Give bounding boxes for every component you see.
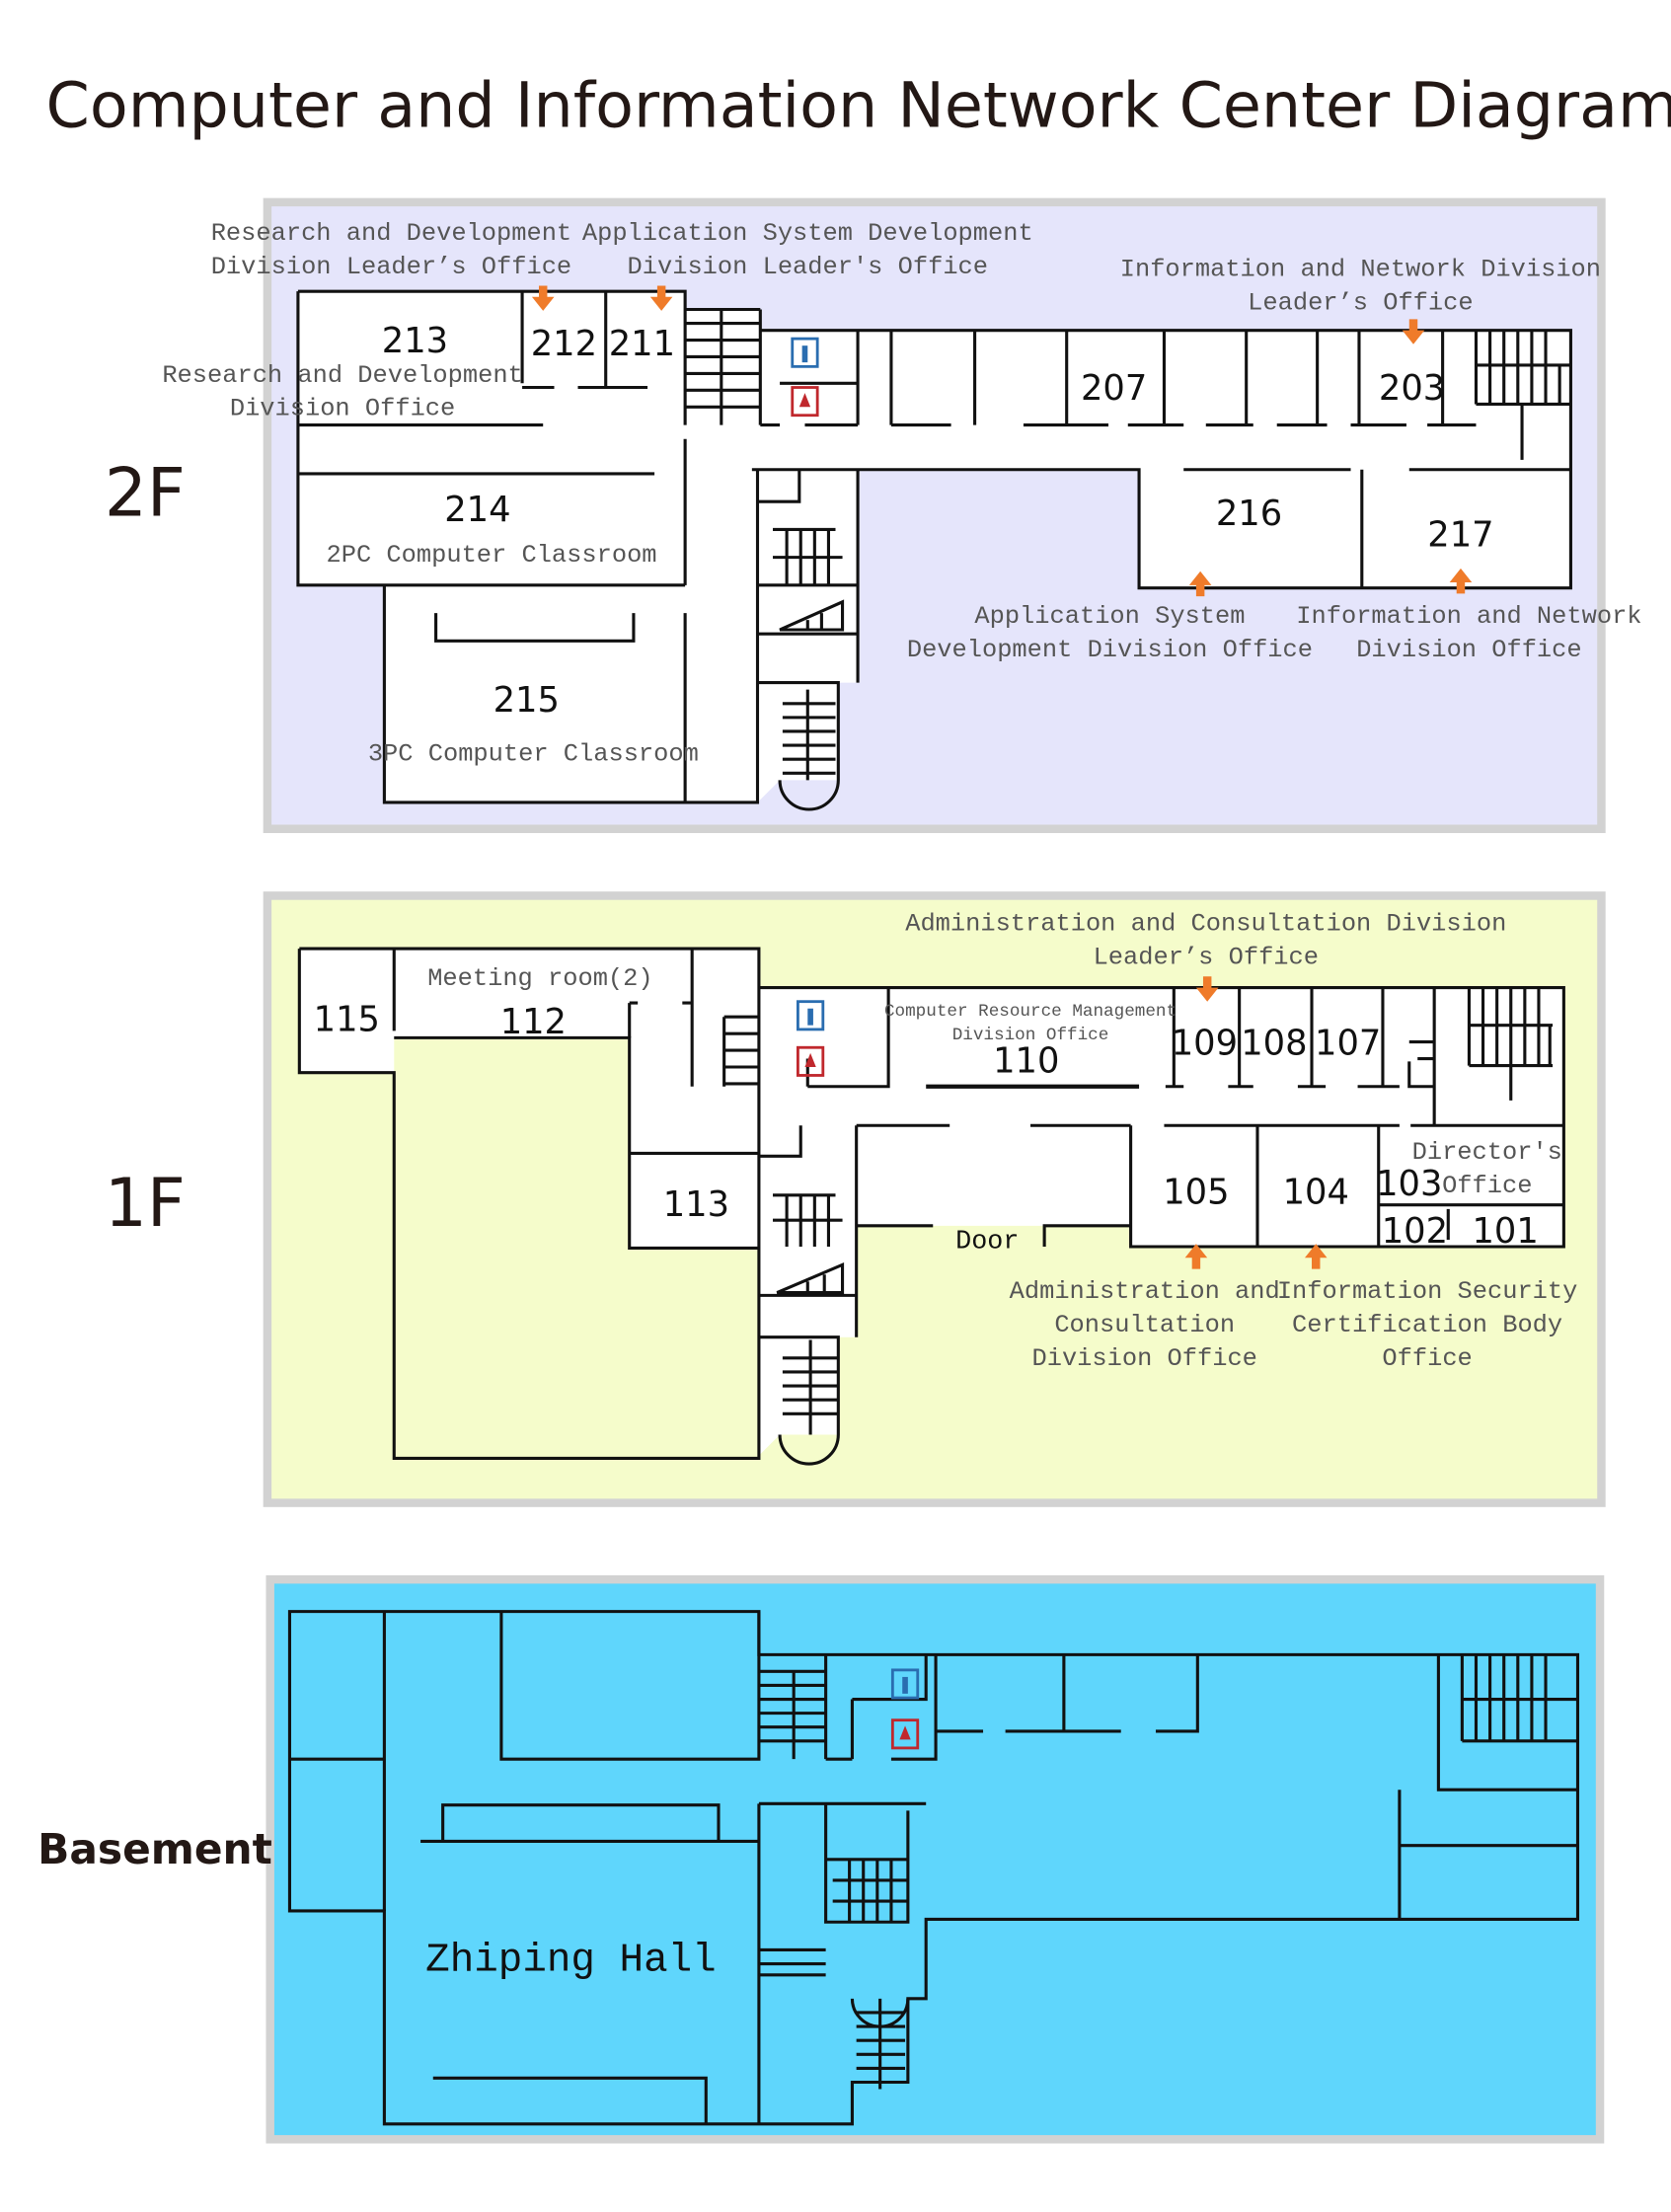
floor-basement: Basement Zhiping Hall: [38, 1574, 1605, 2144]
restroom-male-icon: [796, 1000, 825, 1031]
room-103: 103: [1376, 1164, 1442, 1204]
floor-1f-label: 1F: [105, 1164, 186, 1242]
room-207: 207: [1081, 368, 1147, 409]
rd-office-label-1: Research and Development: [162, 361, 522, 390]
restroom-female-icon: [796, 1045, 825, 1077]
ac-leader-label-1: Administration and Consultation Division: [905, 910, 1506, 939]
floor-1f-footprint: [299, 949, 1564, 1456]
arrow-icon: [531, 285, 1473, 597]
stairs-icon: [685, 307, 1571, 781]
room-112: 112: [500, 1002, 567, 1042]
restroom-female-icon: [890, 1718, 920, 1750]
stairs-icon: [758, 1654, 1578, 2090]
meeting-room-label: Meeting room(2): [427, 964, 652, 993]
room-107: 107: [1315, 1023, 1381, 1063]
room-215: 215: [494, 680, 560, 721]
in-leader-label-2: Leader’s Office: [1248, 289, 1473, 318]
arrow-icon: [1184, 976, 1328, 1269]
room-115: 115: [314, 999, 380, 1039]
asd-office-label-1: Application System: [974, 602, 1245, 631]
room-212: 212: [531, 324, 597, 364]
isc-office-label-3: Office: [1382, 1344, 1472, 1373]
floor-2f: 2F Research and Development Division Lea…: [105, 197, 1642, 833]
classroom-214-label: 2PC Computer Classroom: [327, 541, 657, 570]
ac-office-label-2: Consultation: [1054, 1311, 1235, 1339]
crm-office-label-2: Division Office: [952, 1026, 1109, 1045]
ac-office-label-1: Administration and: [1010, 1277, 1280, 1306]
door-label: Door: [955, 1227, 1019, 1257]
in-office-label-2: Division Office: [1356, 636, 1581, 664]
crm-office-label-1: Computer Resource Management: [884, 1002, 1177, 1022]
stairs-icon: [722, 987, 1554, 1435]
room-217: 217: [1427, 514, 1493, 555]
basement-walls: [289, 1611, 1578, 2124]
floor-1f: 1F Administration and Consultation Divis…: [105, 891, 1606, 1507]
room-109: 109: [1172, 1023, 1238, 1063]
room-105: 105: [1163, 1172, 1229, 1212]
room-102: 102: [1382, 1211, 1448, 1252]
ac-office-label-3: Division Office: [1031, 1344, 1256, 1373]
room-108: 108: [1241, 1023, 1307, 1063]
in-leader-label-1: Information and Network Division: [1120, 256, 1601, 284]
room-216: 216: [1216, 494, 1282, 534]
zhiping-hall-label: Zhiping Hall: [425, 1939, 717, 1984]
basement-label: Basement: [38, 1825, 272, 1873]
room-113: 113: [663, 1184, 729, 1225]
asd-office-label-2: Development Division Office: [907, 636, 1313, 664]
restroom-male-icon: [791, 337, 819, 368]
floor-2f-label: 2F: [105, 453, 186, 531]
room-110: 110: [993, 1041, 1059, 1082]
floor-2f-footprint: [297, 291, 1571, 802]
floor-1f-walls: [297, 947, 1565, 1466]
director-label-1: Director's: [1412, 1138, 1562, 1167]
room-203: 203: [1379, 368, 1445, 409]
rd-leader-label-1: Research and Development: [211, 219, 571, 248]
asd-leader-label-1: Application System Development: [582, 219, 1033, 248]
ac-leader-label-2: Leader’s Office: [1094, 944, 1319, 972]
asd-leader-label-2: Division Leader's Office: [628, 253, 988, 281]
room-211: 211: [609, 324, 675, 364]
classroom-215-label: 3PC Computer Classroom: [368, 740, 699, 769]
floor-2f-walls: [296, 289, 1572, 811]
room-213: 213: [382, 321, 448, 361]
isc-office-label-1: Information Security: [1277, 1277, 1578, 1306]
rd-leader-label-2: Division Leader’s Office: [211, 253, 571, 281]
room-104: 104: [1283, 1172, 1349, 1212]
director-label-2: Office: [1442, 1172, 1532, 1200]
isc-office-label-2: Certification Body: [1292, 1311, 1562, 1339]
in-office-label-1: Information and Network: [1296, 602, 1641, 631]
diagram-title: Computer and Information Network Center …: [46, 69, 1671, 142]
room-214: 214: [444, 490, 510, 530]
rd-office-label-2: Division Office: [230, 395, 455, 423]
restroom-female-icon: [791, 386, 819, 418]
room-101: 101: [1472, 1211, 1538, 1252]
restroom-male-icon: [890, 1668, 920, 1700]
